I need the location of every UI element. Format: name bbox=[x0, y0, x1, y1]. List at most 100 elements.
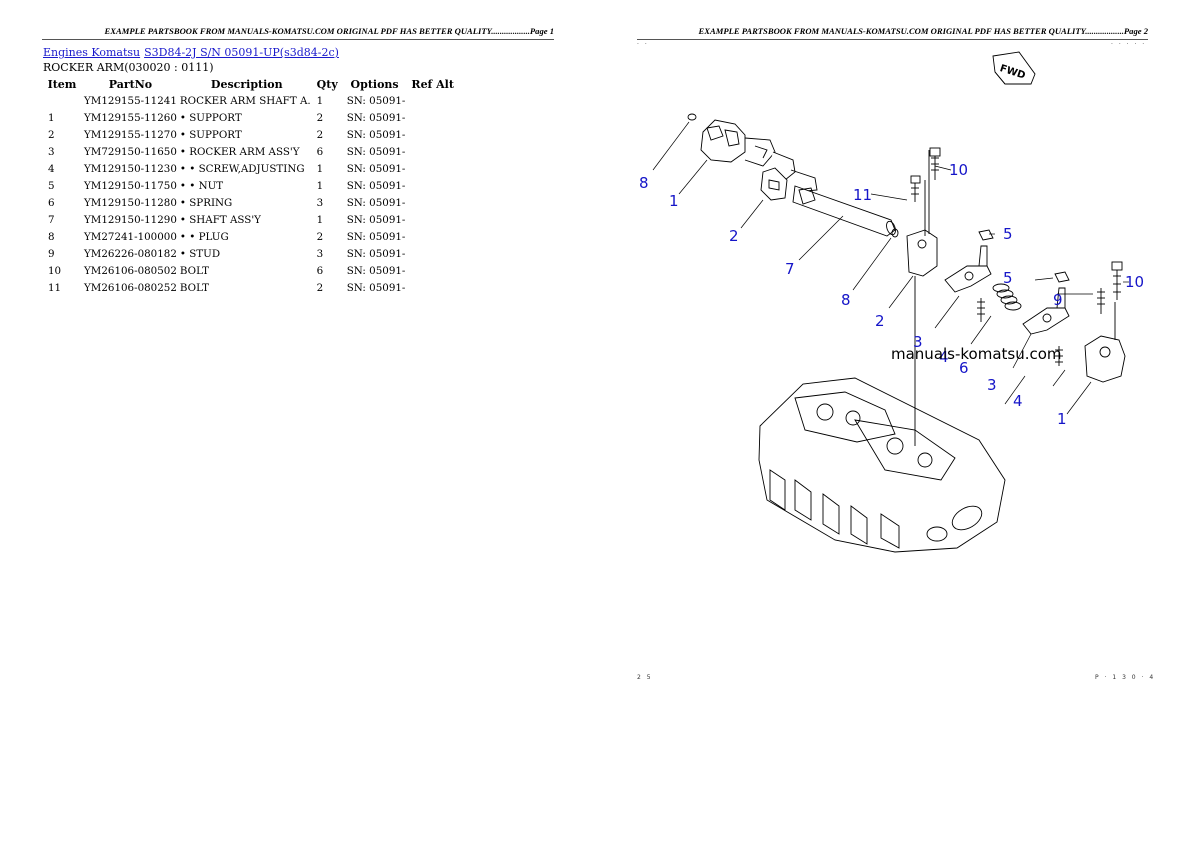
header-description: Description bbox=[210, 78, 283, 91]
bolt-part bbox=[910, 175, 921, 202]
options-cell: SN: 05091- bbox=[346, 94, 406, 107]
description-cell: • ROCKER ARM ASS'Y bbox=[179, 145, 300, 158]
options-cell: SN: 05091- bbox=[346, 196, 406, 209]
stud-part bbox=[1097, 288, 1105, 314]
rocker-arm-part bbox=[944, 245, 992, 293]
options-cell: SN: 05091- bbox=[346, 247, 406, 260]
options-cell: SN: 05091- bbox=[346, 213, 406, 226]
options-cell: SN: 05091- bbox=[346, 128, 406, 141]
partno-cell: YM129155-11241 bbox=[84, 94, 177, 107]
ref-alt-cell bbox=[408, 109, 457, 126]
options-cell: SN: 05091- bbox=[346, 111, 406, 124]
qty-cell: 6 bbox=[316, 264, 324, 277]
fwd-direction-icon: FWD bbox=[992, 51, 1036, 85]
callout-3: 3 bbox=[913, 333, 923, 351]
partno-cell: YM26226-080182 bbox=[84, 247, 177, 260]
table-header-row: Item PartNo Description Qty Options Ref … bbox=[43, 77, 457, 92]
breadcrumb-link-model[interactable]: S3D84-2J S/N 05091-UP(s3d84-2c) bbox=[144, 46, 339, 59]
callout-8: 8 bbox=[841, 291, 851, 309]
header-item: Item bbox=[47, 78, 77, 91]
options-cell: SN: 05091- bbox=[346, 264, 406, 277]
description-cell: • • SCREW,ADJUSTING bbox=[179, 162, 305, 175]
header-options: Options bbox=[350, 78, 399, 91]
callout-1: 1 bbox=[669, 192, 679, 210]
support-part bbox=[1084, 302, 1126, 383]
right-page: EXAMPLE PARTSBOOK FROM MANUALS-KOMATSU.C… bbox=[595, 0, 1190, 842]
support-part bbox=[906, 150, 938, 277]
bolt-part bbox=[929, 147, 941, 180]
callout-3: 3 bbox=[987, 376, 997, 394]
callout-4: 4 bbox=[1013, 392, 1023, 410]
description-cell: • SUPPORT bbox=[179, 111, 242, 124]
corner-mark-top-right: · · · · · bbox=[1111, 41, 1147, 48]
ref-alt-cell bbox=[408, 160, 457, 177]
qty-cell: 3 bbox=[316, 196, 324, 209]
item-cell bbox=[43, 92, 81, 109]
callout-9: 9 bbox=[1053, 291, 1063, 309]
item-cell: 6 bbox=[48, 196, 55, 209]
partno-cell: YM129155-11270 bbox=[84, 128, 177, 141]
ref-alt-cell bbox=[408, 126, 457, 143]
options-cell: SN: 05091- bbox=[346, 281, 406, 294]
cylinder-head bbox=[758, 276, 1006, 553]
bolt-part bbox=[1111, 261, 1123, 300]
item-cell: 8 bbox=[48, 230, 55, 243]
ref-alt-cell bbox=[408, 143, 457, 160]
description-cell: • • PLUG bbox=[179, 230, 229, 243]
item-cell: 5 bbox=[48, 179, 55, 192]
nut-part bbox=[978, 229, 994, 241]
rocker-shaft-assembly bbox=[700, 119, 896, 237]
plug-part bbox=[687, 113, 697, 121]
corner-mark-bottom-left: 2 5 bbox=[637, 674, 653, 681]
description-cell: • STUD bbox=[179, 247, 221, 260]
callout-numbers: 8 1 2 7 8 2 3 4 6 3 4 1 11 10 5 5 9 10 bbox=[639, 161, 1144, 428]
description-cell: BOLT bbox=[179, 264, 209, 277]
callout-2: 2 bbox=[875, 312, 885, 330]
item-cell: 3 bbox=[48, 145, 55, 158]
ref-alt-cell bbox=[408, 228, 457, 245]
callout-10: 10 bbox=[1125, 273, 1144, 291]
watermark-text: manuals-komatsu.com bbox=[891, 345, 1062, 363]
ref-alt-cell bbox=[408, 262, 457, 279]
callout-2: 2 bbox=[729, 227, 739, 245]
callout-4: 4 bbox=[939, 348, 949, 366]
corner-mark-top-left: · · bbox=[637, 41, 649, 48]
description-cell: • SHAFT ASS'Y bbox=[179, 213, 261, 226]
exploded-parts-diagram: FWD bbox=[639, 51, 1144, 553]
table-row: 3 YM729150-11650• ROCKER ARM ASS'Y 6 SN: 05… bbox=[43, 143, 457, 160]
description-cell: ROCKER ARM SHAFT A. bbox=[179, 94, 311, 107]
plug-part bbox=[891, 228, 899, 238]
item-cell: 7 bbox=[48, 213, 55, 226]
nut-part bbox=[1054, 271, 1070, 283]
item-cell: 2 bbox=[48, 128, 55, 141]
description-cell: BOLT bbox=[179, 281, 209, 294]
qty-cell: 2 bbox=[316, 230, 324, 243]
partno-cell: YM26106-080502 bbox=[84, 264, 177, 277]
adjusting-screw-part bbox=[977, 298, 985, 322]
item-cell: 11 bbox=[48, 281, 62, 294]
partno-cell: YM729150-11650 bbox=[84, 145, 177, 158]
qty-cell: 2 bbox=[316, 128, 324, 141]
qty-cell: 1 bbox=[316, 213, 324, 226]
breadcrumb-link-engines[interactable]: Engines Komatsu bbox=[43, 46, 141, 59]
qty-cell: 2 bbox=[316, 111, 324, 124]
item-cell: 4 bbox=[48, 162, 55, 175]
qty-cell: 3 bbox=[316, 247, 324, 260]
options-cell: SN: 05091- bbox=[346, 145, 406, 158]
callout-5: 5 bbox=[1003, 269, 1013, 287]
qty-cell: 6 bbox=[316, 145, 324, 158]
callout-6: 6 bbox=[959, 359, 969, 377]
partno-cell: YM26106-080252 bbox=[84, 281, 177, 294]
callout-8: 8 bbox=[639, 174, 649, 192]
